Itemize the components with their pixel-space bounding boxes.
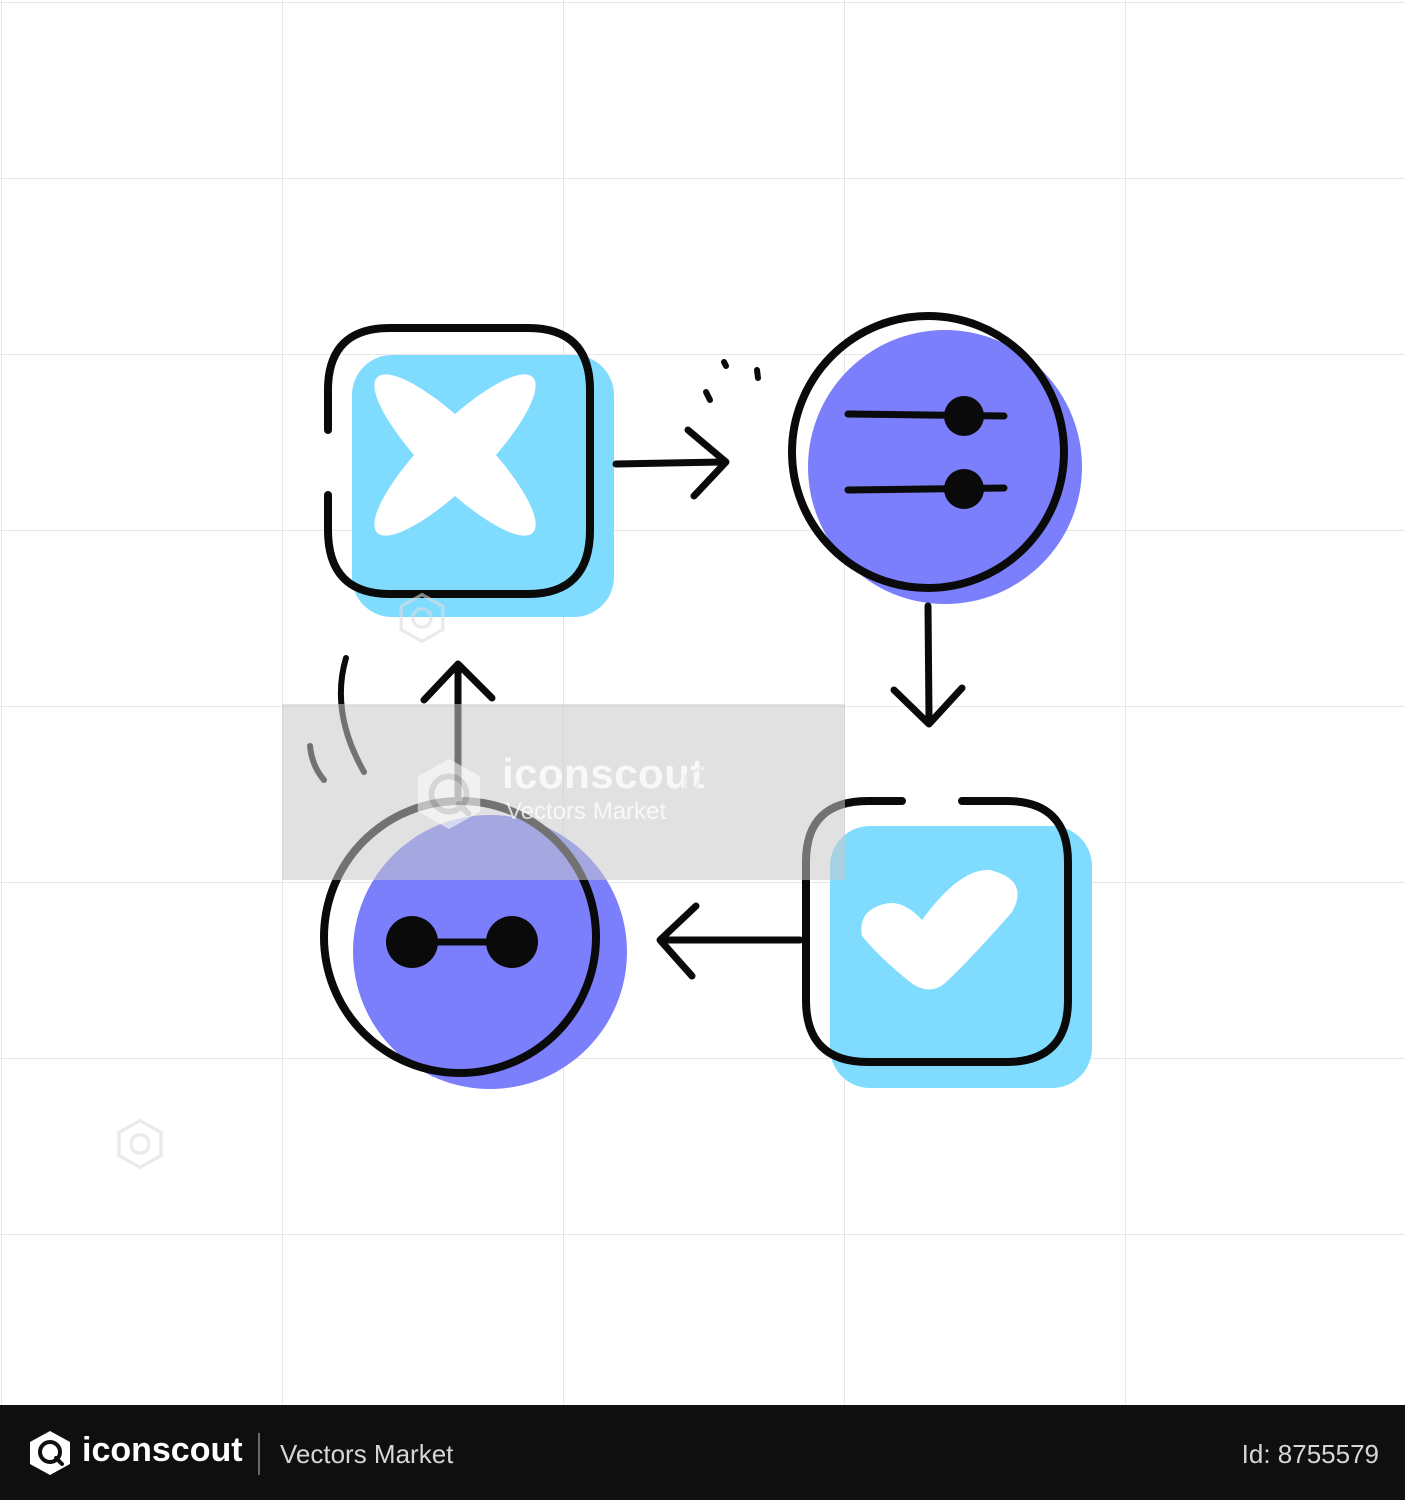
workflow-illustration xyxy=(307,312,1092,1089)
watermark-small-icon xyxy=(117,1118,163,1170)
sliders-icon xyxy=(788,312,1082,604)
watermark-brand: iconscout xyxy=(502,750,705,797)
footer-divider xyxy=(258,1433,260,1475)
footer-bar: iconscout Vectors Market Id: 8755579 xyxy=(0,1405,1405,1500)
arrow-left-icon xyxy=(656,902,804,980)
checkmark-icon xyxy=(802,797,1092,1088)
watermark-small-icon xyxy=(399,592,445,644)
footer-author[interactable]: Vectors Market xyxy=(280,1439,454,1469)
grid-canvas: iconscout Vectors Market xyxy=(0,0,1405,1405)
arrow-down-icon xyxy=(890,602,966,728)
watermark-small-icon xyxy=(683,762,729,814)
iconscout-logo-icon[interactable] xyxy=(26,1429,74,1477)
footer-asset-id: Id: 8755579 xyxy=(1241,1439,1379,1469)
footer-brand[interactable]: iconscout xyxy=(82,1431,243,1469)
close-icon xyxy=(324,324,614,617)
watermark-band xyxy=(282,704,845,880)
connector-icon xyxy=(320,797,627,1089)
iconscout-logo-icon xyxy=(417,758,481,830)
motion-dashes xyxy=(703,359,761,403)
watermark-subtitle: Vectors Market xyxy=(506,798,667,825)
arrow-right-icon xyxy=(612,426,730,500)
